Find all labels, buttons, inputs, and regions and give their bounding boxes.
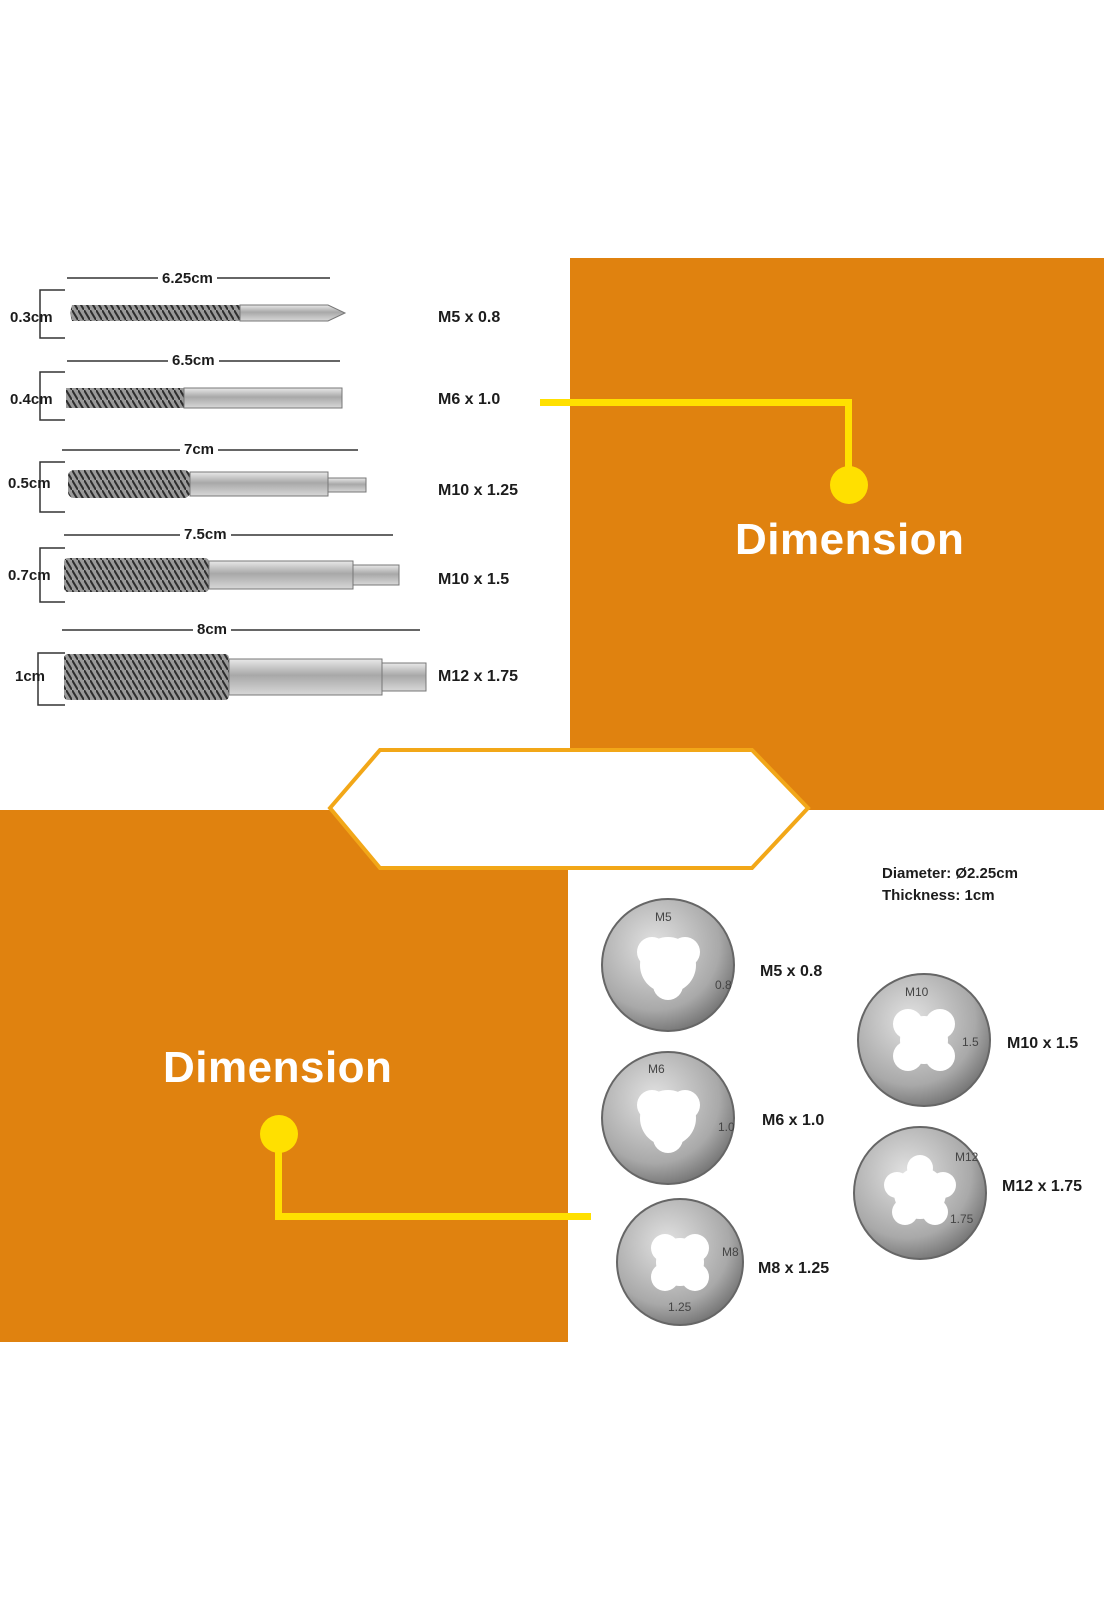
tap-2 (39, 360, 343, 421)
tap-4-size: M10 x 1.5 (438, 571, 510, 588)
tap-1 (39, 277, 347, 339)
die-m10-stamp-top: M10 (905, 985, 929, 999)
tap-2-diameter: 0.4cm (10, 391, 53, 408)
connector-line-top-horizontal (540, 399, 852, 406)
dimension-heading-top: Dimension (735, 515, 965, 564)
die-m5-size: M5 x 0.8 (760, 963, 823, 980)
die-m10-stamp-side: 1.5 (962, 1035, 979, 1049)
die-m5-stamp-side: 0.8 (715, 978, 732, 992)
die-m8-stamp-side: 1.25 (668, 1300, 692, 1314)
tap-5 (37, 629, 427, 706)
die-m8-size: M8 x 1.25 (758, 1260, 830, 1277)
connector-line-top-vertical (845, 399, 852, 485)
tap-1-diameter: 0.3cm (10, 309, 53, 326)
die-m6-stamp-top: M6 (648, 1062, 665, 1076)
tap-3-diameter: 0.5cm (8, 475, 51, 492)
tap-5-length: 8cm (193, 621, 232, 638)
connector-line-bottom-horizontal (275, 1213, 591, 1220)
die-m6-size: M6 x 1.0 (762, 1112, 825, 1129)
tap-4-length: 7.5cm (180, 526, 231, 543)
die-m12-size: M12 x 1.75 (1002, 1178, 1083, 1195)
tap-3-size: M10 x 1.25 (438, 482, 519, 499)
tap-3 (39, 449, 367, 513)
die-m12-stamp-side: 1.75 (950, 1212, 974, 1226)
die-m6-stamp-side: 1.0 (718, 1120, 735, 1134)
connector-dot-bottom (260, 1115, 298, 1153)
tap-4-diameter: 0.7cm (8, 567, 51, 584)
dimension-heading-bottom: Dimension (163, 1043, 393, 1092)
tap-4 (39, 534, 400, 603)
die-m10 (857, 973, 991, 1107)
die-m10-size: M10 x 1.5 (1007, 1035, 1079, 1052)
tap-2-length: 6.5cm (168, 352, 219, 369)
die-m5-stamp-top: M5 (655, 910, 672, 924)
die-thickness-label: Thickness: 1cm (882, 887, 995, 904)
connector-dot-top (830, 466, 868, 504)
die-m12 (853, 1126, 987, 1260)
tap-5-size: M12 x 1.75 (438, 668, 519, 685)
tap-5-diameter: 1cm (15, 668, 46, 685)
tap-3-length: 7cm (180, 441, 219, 458)
tap-1-size: M5 x 0.8 (438, 309, 501, 326)
die-m8 (616, 1198, 744, 1326)
connector-line-bottom-vertical (275, 1130, 282, 1220)
tap-2-size: M6 x 1.0 (438, 391, 501, 408)
die-m6 (601, 1051, 735, 1185)
die-m5 (601, 898, 735, 1032)
die-m12-stamp-top: M12 (955, 1150, 979, 1164)
orange-panel-bottom-left (0, 810, 568, 1342)
orange-panel-top-right (570, 258, 1104, 810)
die-diameter-label: Diameter: Ø2.25cm (882, 865, 1018, 882)
die-m8-stamp-top: M8 (722, 1245, 739, 1259)
tap-1-length: 6.25cm (158, 270, 217, 287)
